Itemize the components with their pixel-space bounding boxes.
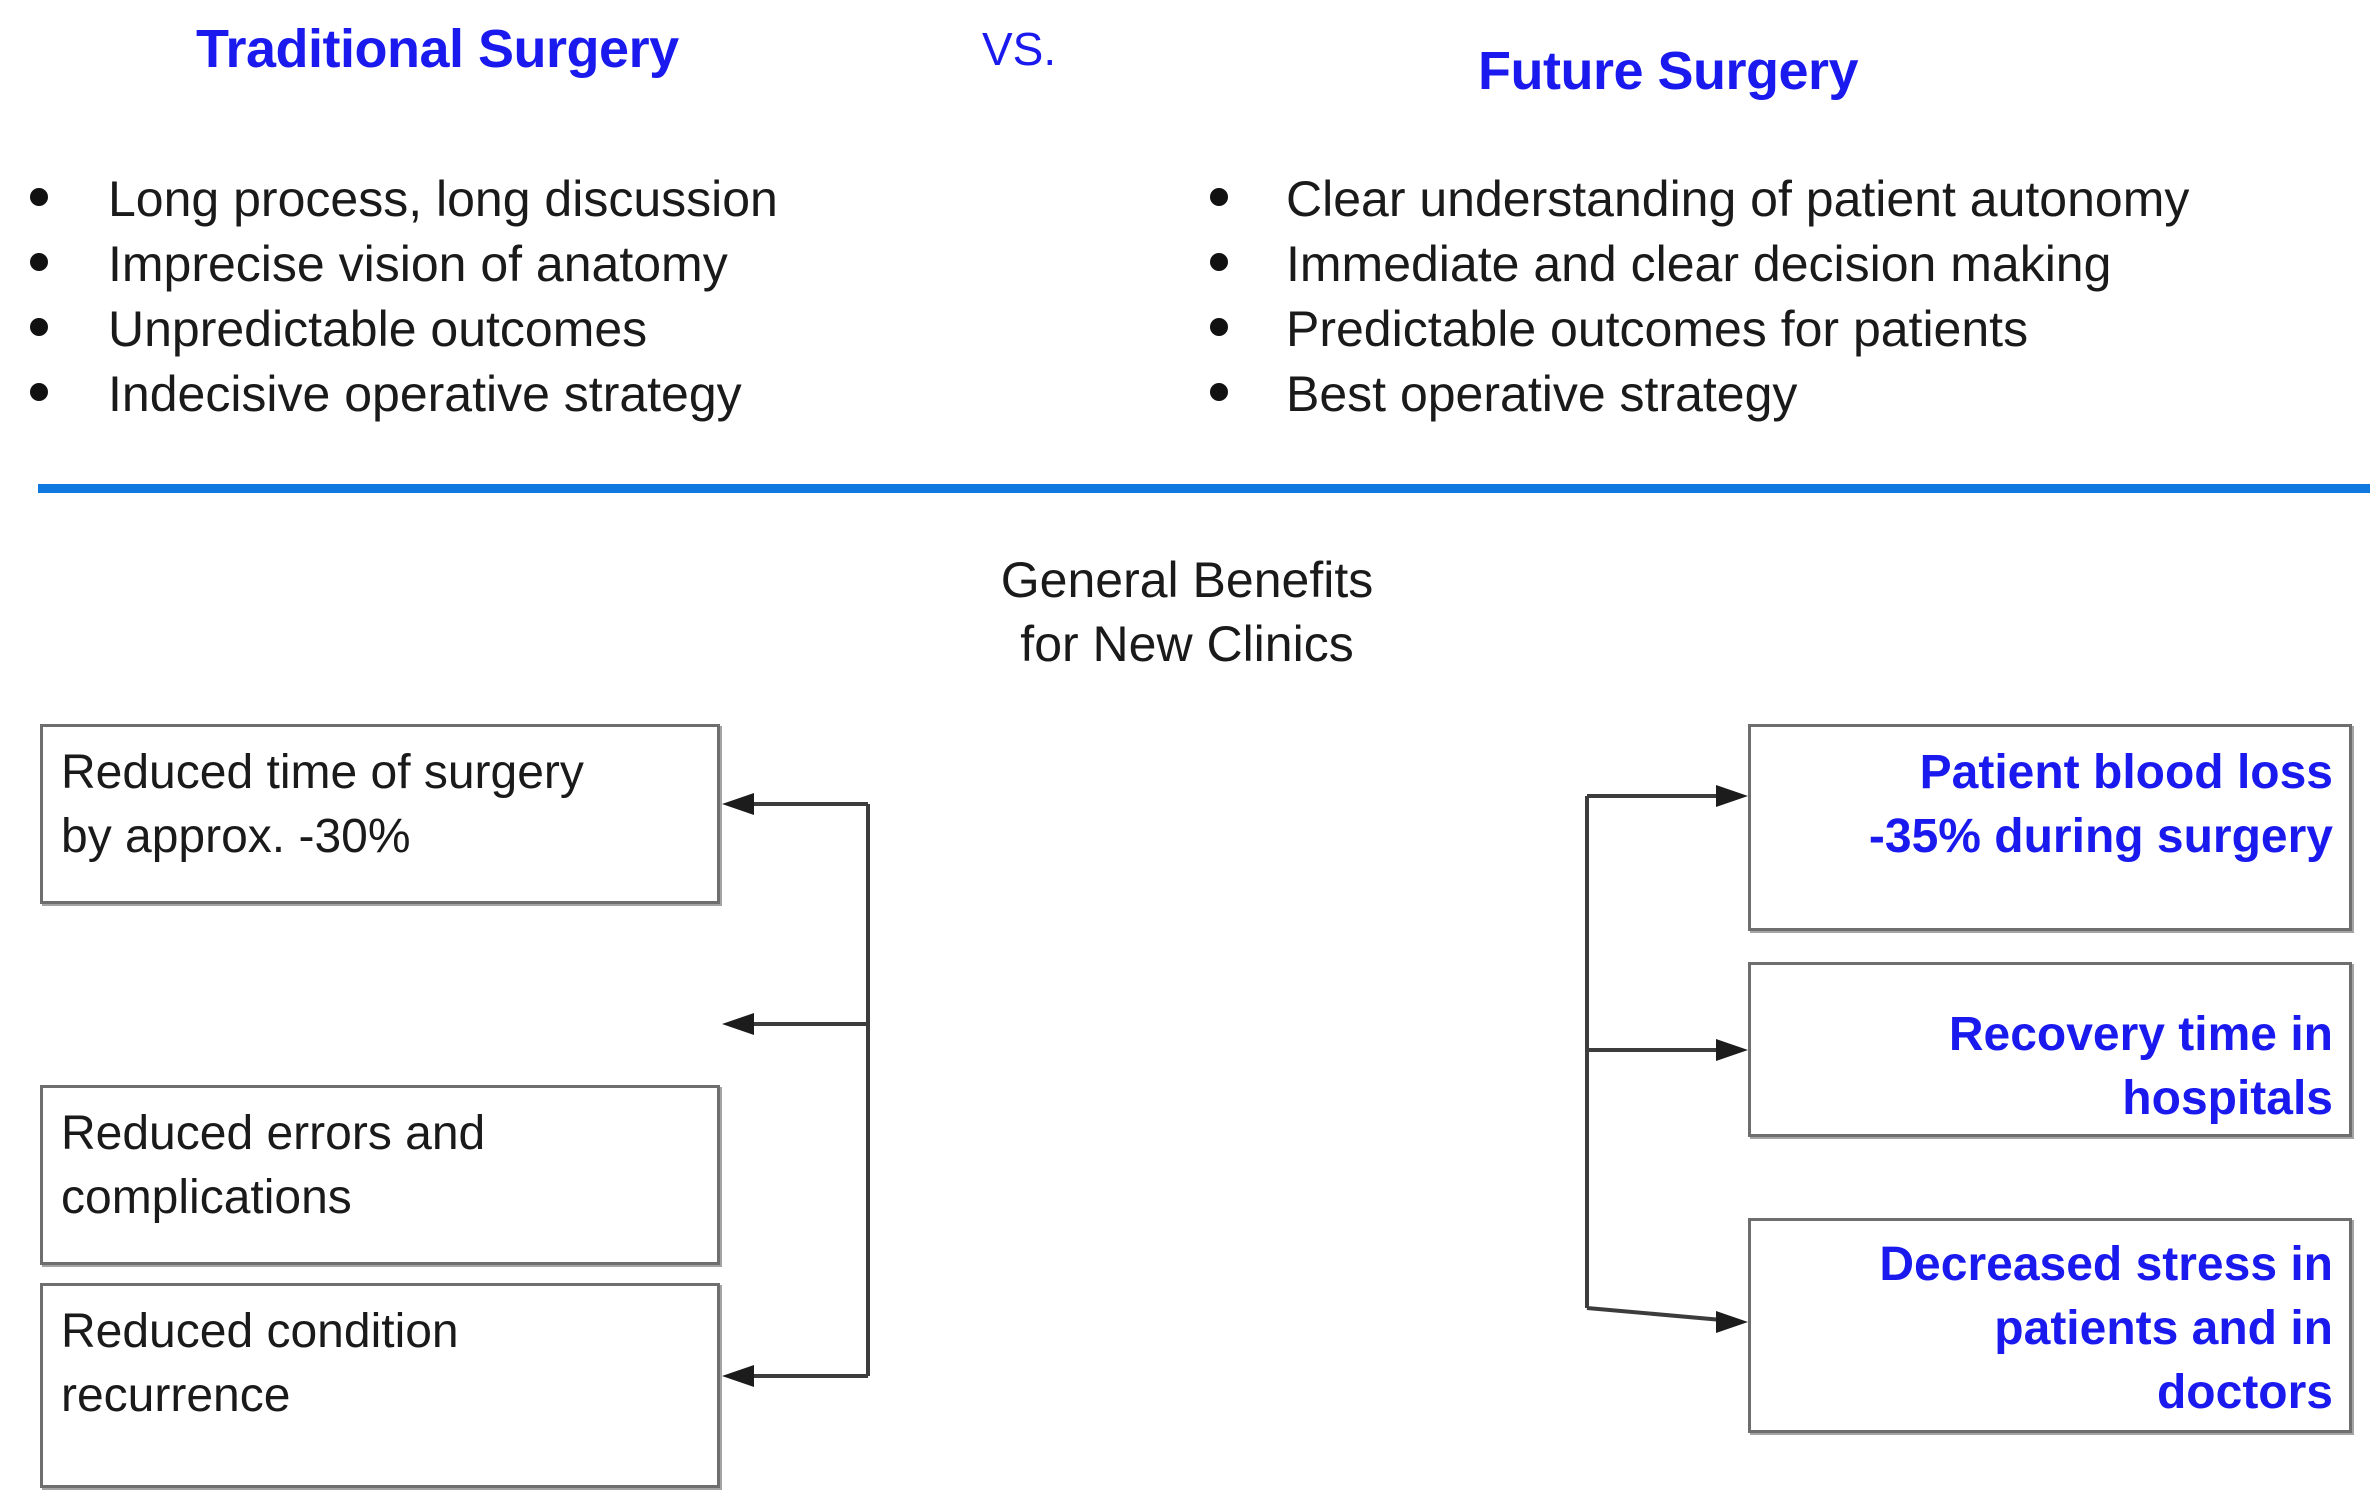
list-item: Long process, long discussion — [30, 170, 778, 235]
list-item: Best operative strategy — [1210, 365, 2189, 430]
benefit-box-text: Decreased stress in patients and in doct… — [1767, 1233, 2333, 1425]
heading-traditional-surgery: Traditional Surgery — [196, 19, 679, 79]
benefit-box-reduced-recurrence: Reduced condition recurrence — [40, 1283, 720, 1488]
list-item: Imprecise vision of anatomy — [30, 235, 778, 300]
benefit-box-line-1: Decreased stress in — [1879, 1238, 2333, 1291]
arrow-right-icon — [1716, 1311, 1748, 1333]
left-connector-group — [722, 793, 870, 1387]
list-item-label: Clear understanding of patient autonomy — [1286, 171, 2190, 227]
benefit-box-line-3: doctors — [2156, 1366, 2333, 1419]
benefit-box-line-2: hospitals — [2122, 1072, 2333, 1125]
benefit-box-blood-loss: Patient blood loss -35% during surgery — [1748, 724, 2352, 931]
list-item-label: Imprecise vision of anatomy — [108, 236, 728, 292]
benefit-box-text: Reduced errors and complications — [61, 1102, 485, 1230]
list-item-label: Long process, long discussion — [108, 171, 778, 227]
bullet-dot-icon — [30, 253, 48, 271]
section-divider — [38, 484, 2370, 493]
benefit-box-recovery-time: Recovery time in hospitals — [1748, 962, 2352, 1137]
benefit-box-line-1: Recovery time in — [1948, 1008, 2333, 1061]
arrow-left-icon — [722, 1013, 754, 1035]
list-item: Immediate and clear decision making — [1210, 235, 2189, 300]
bullet-dot-icon — [30, 383, 48, 401]
arrow-right-icon — [1716, 785, 1748, 807]
benefit-box-line-2: complications — [61, 1171, 352, 1224]
list-item: Clear understanding of patient autonomy — [1210, 170, 2189, 235]
section-title-line-1: General Benefits — [1000, 552, 1374, 608]
benefit-box-text: Reduced condition recurrence — [61, 1300, 459, 1428]
benefit-box-line-2: by approx. -30% — [61, 810, 411, 863]
benefit-box-line-1: Reduced errors and — [61, 1107, 486, 1160]
benefit-box-line-2: -35% during surgery — [1868, 810, 2333, 863]
section-title: General Benefits for New Clinics — [0, 548, 2374, 676]
bullet-dot-icon — [30, 188, 48, 206]
bullet-dot-icon — [1210, 383, 1228, 401]
right-branch-3 — [1586, 1306, 1723, 1322]
list-item: Predictable outcomes for patients — [1210, 300, 2189, 365]
benefit-box-line-1: Patient blood loss — [1919, 746, 2333, 799]
list-item-label: Unpredictable outcomes — [108, 301, 648, 357]
bullet-dot-icon — [1210, 253, 1228, 271]
list-item-label: Predictable outcomes for patients — [1286, 301, 2029, 357]
section-title-line-2: for New Clinics — [1020, 616, 1354, 672]
arrow-left-icon — [722, 1365, 754, 1387]
right-connector-group — [1585, 785, 1748, 1333]
benefit-box-text: Recovery time in hospitals — [1767, 1003, 2333, 1131]
benefit-box-line-2: patients and in — [1994, 1302, 2333, 1355]
heading-future-surgery: Future Surgery — [1478, 41, 1859, 101]
list-item-label: Immediate and clear decision making — [1286, 236, 2112, 292]
bullet-dot-icon — [30, 318, 48, 336]
arrow-right-icon — [1716, 1039, 1748, 1061]
list-item-label: Best operative strategy — [1286, 366, 1798, 422]
benefit-box-reduced-errors: Reduced errors and complications — [40, 1085, 720, 1265]
benefit-box-reduced-time: Reduced time of surgery by approx. -30% — [40, 724, 720, 904]
list-item: Unpredictable outcomes — [30, 300, 778, 365]
bullet-dot-icon — [1210, 188, 1228, 206]
list-item-label: Indecisive operative strategy — [108, 366, 742, 422]
benefit-box-text: Reduced time of surgery by approx. -30% — [61, 741, 584, 869]
benefit-box-text: Patient blood loss -35% during surgery — [1767, 741, 2333, 869]
benefit-box-line-2: recurrence — [61, 1369, 291, 1422]
bullet-dot-icon — [1210, 318, 1228, 336]
list-item: Indecisive operative strategy — [30, 365, 778, 430]
traditional-surgery-list: Long process, long discussion Imprecise … — [30, 170, 778, 430]
benefit-box-decreased-stress: Decreased stress in patients and in doct… — [1748, 1218, 2352, 1433]
future-surgery-list: Clear understanding of patient autonomy … — [1210, 170, 2189, 430]
benefit-box-line-1: Reduced time of surgery — [61, 746, 584, 799]
benefit-box-line-1: Reduced condition — [61, 1305, 459, 1358]
heading-versus: VS. — [982, 23, 1057, 75]
arrow-left-icon — [722, 793, 754, 815]
